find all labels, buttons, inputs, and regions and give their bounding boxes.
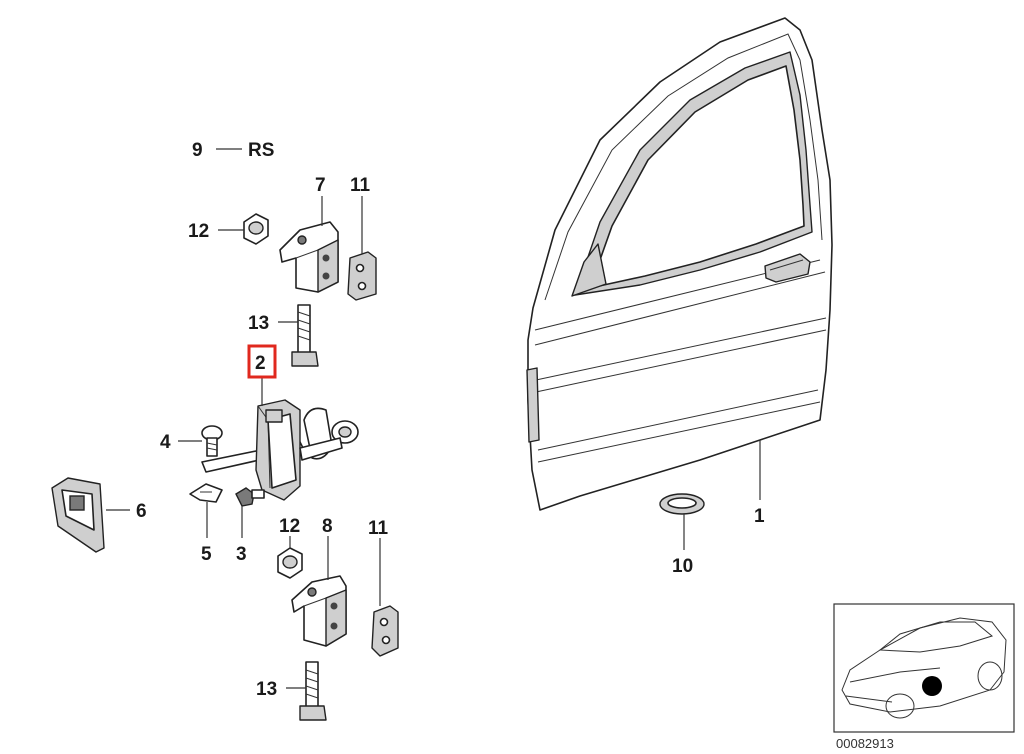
car-locator-icon xyxy=(833,603,1015,733)
callout-13-lower: 13 xyxy=(256,679,277,700)
upper-hinge[interactable] xyxy=(279,221,339,293)
callout-9-suffix: RS xyxy=(248,140,274,161)
callout-12-upper: 12 xyxy=(188,221,209,242)
lower-hinge[interactable] xyxy=(291,575,347,647)
screw[interactable] xyxy=(201,425,223,457)
door-check-strap[interactable] xyxy=(201,399,359,501)
upper-bolt[interactable] xyxy=(291,304,319,367)
callout-8: 8 xyxy=(322,516,333,537)
front-door[interactable] xyxy=(526,17,833,511)
callout-11-upper: 11 xyxy=(350,175,371,196)
callout-12-lower: 12 xyxy=(279,516,300,537)
lower-hex-nut[interactable] xyxy=(277,547,303,579)
diagram-code: 00082913 xyxy=(836,736,894,751)
door-grommet[interactable] xyxy=(659,493,705,515)
callout-2-highlight-box xyxy=(247,344,277,379)
callout-5: 5 xyxy=(201,544,212,565)
callout-11-lower: 11 xyxy=(368,518,389,539)
hex-bolt[interactable] xyxy=(235,487,265,507)
lower-bolt[interactable] xyxy=(299,661,327,721)
callout-2: 2 xyxy=(255,353,266,374)
lower-shim-plate[interactable] xyxy=(371,605,399,657)
callout-6: 6 xyxy=(136,501,147,522)
upper-shim-plate[interactable] xyxy=(347,251,377,301)
callout-7: 7 xyxy=(315,175,326,196)
check-strap-cover[interactable] xyxy=(51,477,105,553)
callout-10: 10 xyxy=(672,556,693,577)
callout-13-upper: 13 xyxy=(248,313,269,334)
retaining-clip[interactable] xyxy=(189,483,223,503)
callout-9: 9 xyxy=(192,140,203,161)
callout-3: 3 xyxy=(236,544,247,565)
callout-1: 1 xyxy=(754,506,765,527)
upper-hex-nut[interactable] xyxy=(243,213,269,245)
callout-4: 4 xyxy=(160,432,171,453)
